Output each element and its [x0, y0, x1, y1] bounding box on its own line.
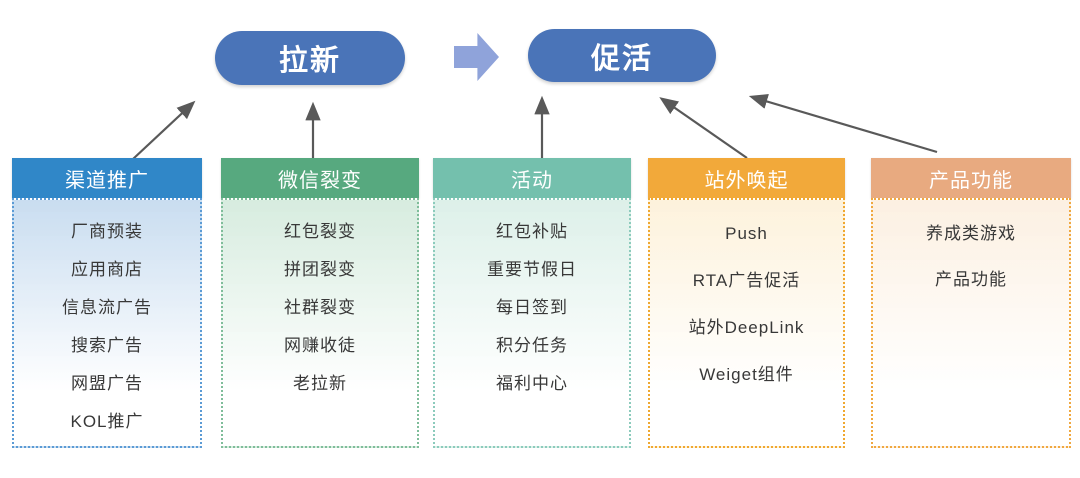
- node-acquire-label: 拉新: [278, 45, 341, 77]
- list-item: RTA广告促活: [692, 271, 801, 290]
- list-item: 红包补贴: [496, 222, 568, 241]
- list-item: 拼团裂变: [284, 260, 356, 279]
- arrow-offsite-to-activate: [659, 97, 748, 159]
- list-item: 重要节假日: [487, 260, 577, 279]
- column-header: 活动: [433, 158, 631, 198]
- column-header: 渠道推广: [12, 158, 202, 198]
- node-activate-pill: 促活: [528, 29, 716, 82]
- column-header: 微信裂变: [221, 158, 419, 198]
- list-item: 搜索广告: [71, 336, 143, 355]
- node-activate-label: 促活: [590, 42, 653, 75]
- list-item: 网赚收徒: [284, 336, 356, 355]
- list-item: 厂商预装: [71, 222, 143, 241]
- list-item: 养成类游戏: [926, 224, 1016, 243]
- column-channel-promotion: 渠道推广 厂商预装应用商店信息流广告搜索广告网盟广告 KOL推广: [12, 158, 202, 448]
- list-item: 应用商店: [71, 260, 143, 279]
- list-item: 产品功能: [935, 270, 1007, 289]
- node-acquire-pill: 拉新: [215, 31, 405, 85]
- column-product-features: 产品功能 养成类游戏产品功能: [871, 158, 1071, 448]
- list-item: 福利中心: [496, 374, 568, 393]
- list-item: 社群裂变: [284, 298, 356, 317]
- list-item: 红包裂变: [284, 222, 356, 241]
- arrow-channel-to-acquire: [132, 100, 196, 160]
- column-body: 红包裂变拼团裂变社群裂变网赚收徒老拉新: [221, 198, 419, 448]
- column-wechat-fission: 微信裂变 红包裂变拼团裂变社群裂变网赚收徒老拉新: [221, 158, 419, 448]
- list-item: KOL推广: [70, 412, 144, 431]
- flow-right-block-arrow-icon: [454, 33, 499, 81]
- column-activities: 活动 红包补贴重要节假日每日签到积分任务福利中心: [433, 158, 631, 448]
- list-item: Weiget组件: [699, 365, 794, 384]
- column-body: 厂商预装应用商店信息流广告搜索广告网盟广告 KOL推广: [12, 198, 202, 448]
- list-item: 老拉新: [293, 374, 347, 393]
- list-item: 信息流广告: [62, 298, 152, 317]
- column-body: 养成类游戏产品功能: [871, 198, 1071, 448]
- list-item: 积分任务: [496, 336, 568, 355]
- column-body: 红包补贴重要节假日每日签到积分任务福利中心: [433, 198, 631, 448]
- list-item: 网盟广告: [71, 374, 143, 393]
- column-header: 产品功能: [871, 158, 1071, 198]
- list-item: 每日签到: [496, 298, 568, 317]
- arrow-product-to-activate: [748, 94, 938, 154]
- list-item: 站外DeepLink: [688, 318, 805, 337]
- list-item: Push: [725, 224, 768, 243]
- column-header: 站外唤起: [648, 158, 845, 198]
